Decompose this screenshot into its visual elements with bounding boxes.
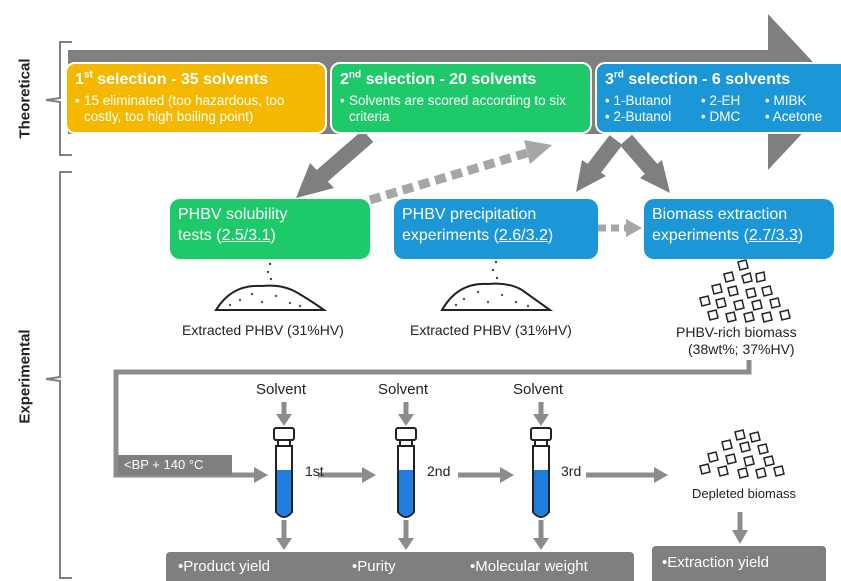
theoretical-side-label: Theoretical <box>16 58 34 139</box>
step-label-3rd: 3rd <box>561 463 582 479</box>
step-arrow-3 <box>654 467 668 483</box>
extracted-phbv-label-1: Extracted PHBV (31%HV) <box>182 322 344 338</box>
outputs-bar-left: • Product yield • Purity • Molecular wei… <box>166 552 634 581</box>
tube-1 <box>273 427 295 518</box>
phbv-rich-biomass-label: PHBV-rich biomass <box>676 324 797 340</box>
selection-1-title: 1st selection - 35 solvents <box>75 69 268 88</box>
tube-3 <box>530 427 552 518</box>
solvent-mibk: • MIBK <box>765 93 807 108</box>
solubility-tests-box: PHBV solubility tests (2.5/3.1) <box>170 199 370 259</box>
feedback-dotted-arrow <box>368 147 532 205</box>
experimental-bracket <box>45 171 72 579</box>
output-extraction-yield: • Extraction yield <box>662 554 769 571</box>
selection-2-box: 2nd selection - 20 solvents •Solvents ar… <box>330 62 592 134</box>
step-label-2nd: 2nd <box>427 463 451 479</box>
powder-pile-1 <box>214 262 328 311</box>
selection-3-title: 3rd selection - 6 solvents <box>605 69 791 88</box>
selection-2-bullet: •Solvents are scored according to six cr… <box>340 93 566 124</box>
extracted-phbv-label-2: Extracted PHBV (31%HV) <box>410 322 572 338</box>
tube-2 <box>395 427 417 518</box>
temperature-tag: <BP + 140 °C <box>118 455 232 475</box>
experimental-side-label: Experimental <box>16 329 34 424</box>
solvent-dmc: • DMC <box>701 109 741 124</box>
biomass-cluster-1 <box>699 259 791 323</box>
powder-pile-2 <box>440 260 554 311</box>
selection-1-bullet: •15 eliminated (too hazardous, too costl… <box>75 93 285 124</box>
solvent-2-butanol: • 2-Butanol <box>605 109 672 124</box>
step-arrow-1 <box>362 467 376 483</box>
solvent-1-butanol: • 1-Butanol <box>605 93 672 108</box>
output-purity: • Purity <box>352 558 396 575</box>
solvent-label-3: Solvent <box>513 381 564 398</box>
arrow-sel3-to-biomass <box>619 134 659 176</box>
output-molecular-weight: • Molecular weight <box>470 558 588 575</box>
arrow-sel3-to-precip <box>586 135 623 175</box>
depleted-biomass-label: Depleted biomass <box>692 486 797 501</box>
selection-3-box: 3rd selection - 6 solvents • 1-Butanol •… <box>595 62 841 134</box>
biomass-composition-label: (38wt%; 37%HV) <box>688 341 795 357</box>
selection-2-title: 2nd selection - 20 solvents <box>340 69 537 88</box>
solvent-2-eh: • 2-EH <box>701 93 741 108</box>
solvent-label-1: Solvent <box>256 381 307 398</box>
step-arrow-2 <box>500 467 514 483</box>
selection-1-box: 1st selection - 35 solvents •15 eliminat… <box>65 62 327 134</box>
theoretical-bracket <box>45 41 72 156</box>
solvent-label-2: Solvent <box>378 381 429 398</box>
precipitation-experiments-box: PHBV precipitation experiments (2.6/3.2) <box>394 199 598 259</box>
output-product-yield: • Product yield <box>178 558 270 575</box>
arrow-sel2-to-solubility <box>316 129 374 183</box>
process-flow-line <box>113 360 752 478</box>
biomass-extraction-box: Biomass extraction experiments (2.7/3.3) <box>644 199 834 259</box>
biomass-cluster-2 <box>699 429 785 479</box>
step-label-1st: 1st <box>305 463 324 479</box>
solvent-acetone: • Acetone <box>765 109 823 124</box>
outputs-bar-right: • Extraction yield <box>652 546 826 581</box>
